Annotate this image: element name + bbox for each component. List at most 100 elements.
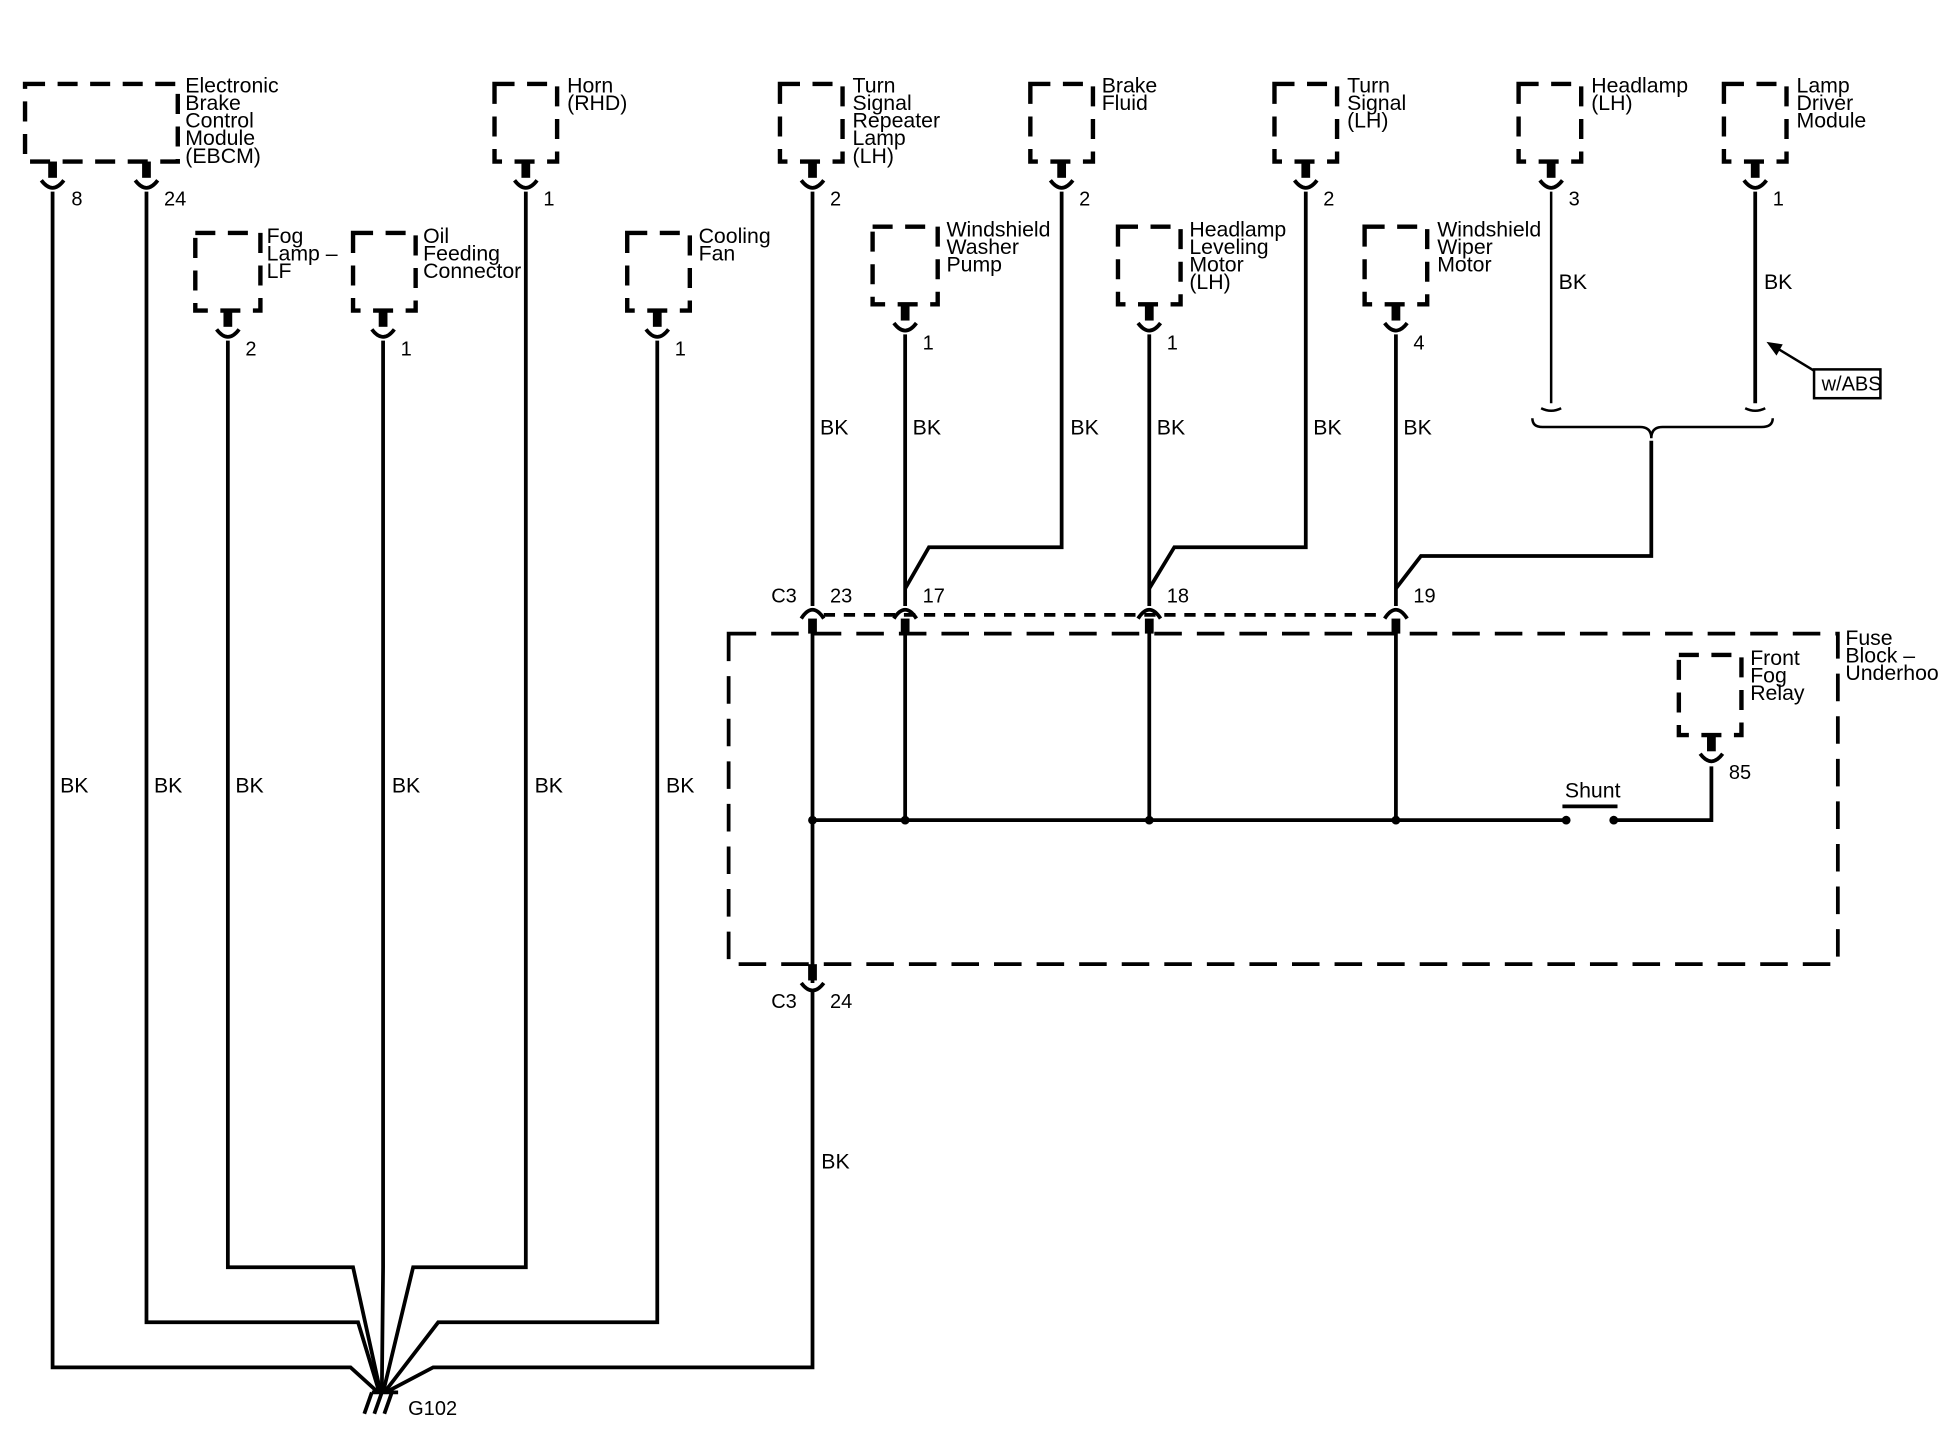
c3-pin-23-label: 23: [830, 585, 852, 607]
abs-note: w/ABS: [1821, 374, 1882, 396]
component-oil-feeding-connector[interactable]: Oil Feeding Connector: [350, 224, 521, 313]
splice-brace: [1531, 418, 1774, 439]
component-horn[interactable]: Horn (RHD): [492, 74, 628, 164]
terminal-headlamp-leveling: [1136, 304, 1163, 333]
splice-dot: [1391, 815, 1401, 825]
component-fog-lamp-lf[interactable]: Fog Lamp – LF: [193, 224, 344, 313]
c3-pin-19: [1383, 607, 1409, 620]
ebcm-label: Electronic Brake Control Module (EBCM): [185, 74, 284, 168]
lamp-driver-label: Lamp Driver Module: [1797, 74, 1867, 133]
c3-pin-24-label: 24: [830, 991, 852, 1013]
c3-pin-23: [799, 607, 826, 620]
wire-ebcm-8: [50, 191, 380, 1394]
wire-ebcm-24: [144, 191, 382, 1393]
terminal-lamp-driver: [1742, 161, 1768, 190]
ground-label: G102: [408, 1398, 457, 1420]
brake-fluid-label: Brake Fluid: [1102, 74, 1163, 116]
terminal-front-fog-relay: [1698, 735, 1725, 764]
pin-fog-lamp: 2: [245, 339, 256, 361]
terminal-horn: [513, 161, 539, 190]
wire-color-label: BK: [913, 416, 941, 440]
wire-brake-fluid: [903, 191, 1064, 590]
splice-dot: [900, 815, 910, 825]
wire-color-label: BK: [820, 416, 848, 440]
terminal-oil-feeding: [370, 310, 396, 339]
wire-color-label: BK: [392, 774, 420, 798]
pin-headlamp-leveling: 1: [1167, 332, 1178, 354]
c3-label-top: C3: [771, 585, 797, 607]
component-wiper-motor[interactable]: Windshield Wiper Motor: [1362, 218, 1548, 307]
pin-turn-signal-lh: 2: [1323, 188, 1334, 210]
c3-pin-18-label: 18: [1167, 585, 1189, 607]
cooling-fan-label: Cooling Fan: [699, 224, 777, 266]
horn-label: Horn (RHD): [567, 74, 627, 116]
wire-color-label: BK: [535, 774, 563, 798]
c3-pin-19-label: 19: [1413, 585, 1435, 607]
oil-feeding-label: Oil Feeding Connector: [423, 224, 521, 283]
wire-end-headlamp: [1540, 407, 1562, 412]
pin-washer-pump: 1: [923, 332, 934, 354]
wire-cooling-fan: [382, 340, 660, 1394]
wire-fog-lamp: [225, 340, 383, 1393]
component-headlamp-lh[interactable]: Headlamp (LH): [1516, 74, 1694, 164]
pin-cooling-fan: 1: [675, 339, 686, 361]
wires: [50, 191, 1774, 1395]
terminal-turn-signal-repeater: [799, 161, 826, 190]
pin-numbers: 8 24 2 1 1 1 2 1 2 1 2 4 3 1 85: [71, 188, 1784, 783]
wire-color-label: BK: [1559, 270, 1587, 294]
component-front-fog-relay[interactable]: Front Fog Relay: [1676, 646, 1806, 738]
shunt-dot-left: [1561, 815, 1571, 825]
wire-color-label: BK: [1070, 416, 1098, 440]
shunt-dot-right: [1609, 815, 1619, 825]
shunt-label: Shunt: [1565, 779, 1621, 803]
c3-pin-18: [1136, 607, 1163, 620]
wire-color-label: BK: [821, 1149, 849, 1173]
pin-lamp-driver: 1: [1773, 188, 1784, 210]
wire-color-label: BK: [60, 774, 88, 798]
pin-horn: 1: [543, 188, 554, 210]
terminal-cooling-fan: [644, 310, 671, 339]
pin-ebcm-24: 24: [164, 188, 186, 210]
fuse-block-label: Fuse Block – Underhood: [1845, 626, 1938, 685]
pin-wiper-motor: 4: [1413, 332, 1424, 354]
headlamp-lh-label: Headlamp (LH): [1591, 74, 1694, 116]
component-brake-fluid[interactable]: Brake Fluid: [1028, 74, 1163, 164]
turn-signal-repeater-label: Turn Signal Repeater Lamp (LH): [853, 74, 946, 168]
wire-c3-24-ground: [384, 989, 815, 1395]
component-washer-pump[interactable]: Windshield Washer Pump: [870, 218, 1057, 307]
terminal-fog-lamp: [215, 310, 241, 339]
terminal-brake-fluid: [1048, 161, 1075, 190]
wire-color-label: BK: [666, 774, 694, 798]
terminal-washer-pump: [892, 304, 918, 333]
component-headlamp-leveling-motor[interactable]: Headlamp Leveling Motor (LH): [1115, 218, 1292, 307]
pin-headlamp-lh: 3: [1569, 188, 1580, 210]
pin-ebcm-8: 8: [71, 188, 82, 210]
front-fog-relay-label: Front Fog Relay: [1750, 646, 1806, 705]
pin-front-fog-relay: 85: [1729, 762, 1751, 784]
component-cooling-fan[interactable]: Cooling Fan: [625, 224, 777, 313]
pin-terminals: [39, 161, 1768, 764]
wire-oil-feeding: [379, 340, 385, 1393]
wire-turn-signal-lh: [1147, 191, 1308, 590]
c3-pin-24: [799, 981, 826, 993]
component-turn-signal-repeater[interactable]: Turn Signal Repeater Lamp (LH): [777, 74, 946, 168]
pin-brake-fluid: 2: [1079, 188, 1090, 210]
terminal-ebcm-8: [39, 161, 66, 190]
component-turn-signal-lh[interactable]: Turn Signal (LH): [1272, 74, 1412, 164]
wiper-motor-label: Windshield Wiper Motor: [1437, 218, 1547, 277]
splice-dot: [1144, 815, 1154, 825]
turn-signal-lh-label: Turn Signal (LH): [1347, 74, 1412, 133]
fuse-block-underhood[interactable]: Fuse Block – Underhood: [726, 626, 1938, 967]
wire-brace-to-c3-19: [1394, 440, 1654, 590]
wire-color-label: BK: [1764, 270, 1792, 294]
component-lamp-driver-module[interactable]: Lamp Driver Module: [1721, 74, 1867, 164]
wire-color-label: BK: [1313, 416, 1341, 440]
component-ebcm[interactable]: Electronic Brake Control Module (EBCM): [22, 74, 285, 168]
fog-lamp-label: Fog Lamp – LF: [267, 224, 344, 283]
connector-c3[interactable]: C3 23 17 18 19 C3 24: [771, 585, 1436, 1013]
ground-icon: [362, 1390, 399, 1415]
terminal-wiper-motor: [1383, 304, 1409, 333]
ground-g102[interactable]: G102: [362, 1390, 457, 1420]
wire-color-labels: BK BK BK BK BK BK BK BK BK BK BK BK BK B…: [60, 270, 1792, 1173]
